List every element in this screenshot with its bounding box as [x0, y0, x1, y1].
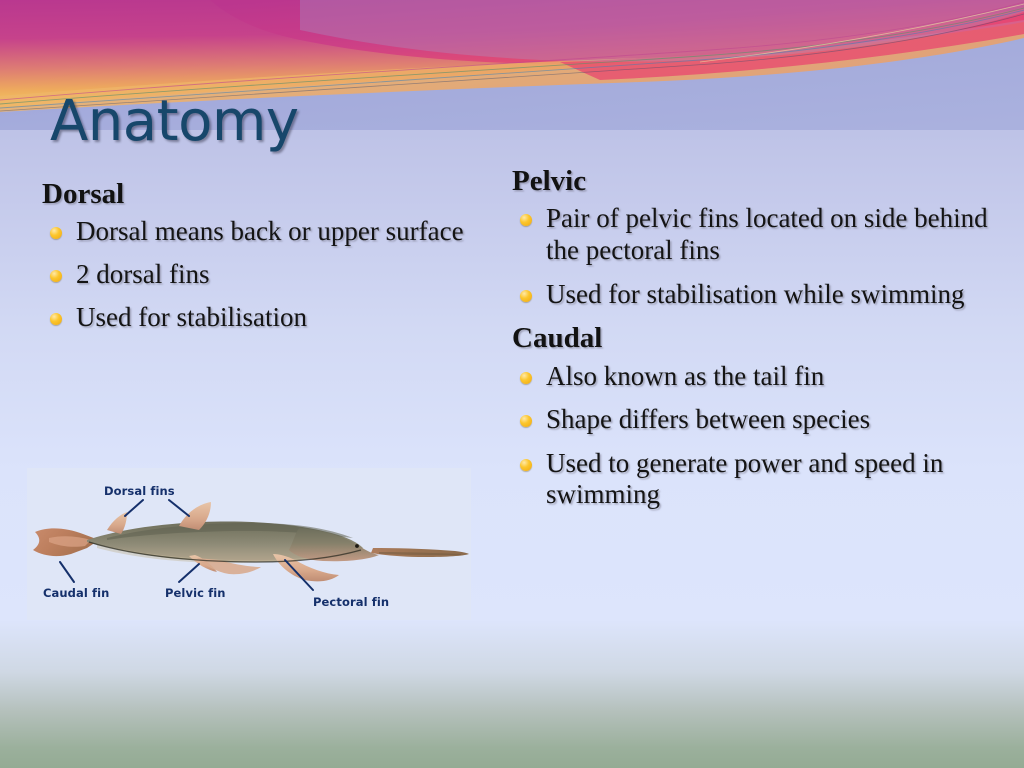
- list-item: Shape differs between species: [512, 404, 1012, 436]
- right-content-column: Pelvic Pair of pelvic fins located on si…: [512, 165, 1012, 523]
- list-item: Also known as the tail fin: [512, 361, 1012, 393]
- figure-label-dorsal-fins: Dorsal fins: [104, 484, 175, 498]
- list-item: Dorsal means back or upper surface: [42, 216, 502, 248]
- bullet-list-pelvic: Pair of pelvic fins located on side behi…: [512, 203, 1012, 310]
- bullet-dot-icon: [520, 458, 532, 471]
- bullet-text: Used to generate power and speed in swim…: [546, 447, 944, 510]
- figure-label-pelvic-fin: Pelvic fin: [165, 586, 226, 600]
- bullet-text: Also known as the tail fin: [546, 360, 825, 391]
- bullet-dot-icon: [50, 227, 62, 240]
- bullet-dot-icon: [520, 371, 532, 384]
- list-item: Pair of pelvic fins located on side behi…: [512, 203, 1012, 266]
- bullet-list-caudal: Also known as the tail fin Shape differs…: [512, 361, 1012, 511]
- bullet-list-dorsal: Dorsal means back or upper surface 2 dor…: [42, 216, 502, 333]
- paddlefish-diagram: Dorsal fins Caudal fin Pelvic fin Pector…: [27, 468, 471, 620]
- section-heading-dorsal: Dorsal: [42, 178, 125, 210]
- bullet-text: Used for stabilisation while swimming: [546, 278, 965, 309]
- section-heading-pelvic: Pelvic: [512, 165, 587, 197]
- leader-lines: [59, 499, 314, 591]
- fish-eye: [355, 544, 359, 548]
- list-item: Used to generate power and speed in swim…: [512, 448, 1012, 511]
- list-item: Used for stabilisation: [42, 302, 502, 334]
- figure-label-caudal-fin: Caudal fin: [43, 586, 110, 600]
- bullet-text: Pair of pelvic fins located on side behi…: [546, 203, 988, 266]
- first-dorsal-fin: [107, 512, 127, 534]
- figure-label-pectoral-fin: Pectoral fin: [313, 595, 390, 609]
- bullet-dot-icon: [50, 270, 62, 283]
- bullet-text: 2 dorsal fins: [76, 259, 210, 290]
- bullet-text: Used for stabilisation: [76, 301, 307, 332]
- fish-head: [289, 528, 379, 562]
- list-item: 2 dorsal fins: [42, 259, 502, 291]
- section-heading-caudal: Caudal: [512, 322, 603, 355]
- bullet-dot-icon: [520, 415, 532, 428]
- page-title: Anatomy: [50, 89, 299, 154]
- bullet-text: Dorsal means back or upper surface: [76, 216, 464, 247]
- bullet-dot-icon: [50, 312, 62, 325]
- list-item: Used for stabilisation while swimming: [512, 279, 1012, 311]
- bullet-dot-icon: [520, 214, 532, 227]
- bullet-dot-icon: [520, 289, 532, 302]
- left-content-column: Dorsal Dorsal means back or upper surfac…: [42, 178, 502, 344]
- second-dorsal-fin: [179, 502, 211, 530]
- bullet-text: Shape differs between species: [546, 404, 871, 435]
